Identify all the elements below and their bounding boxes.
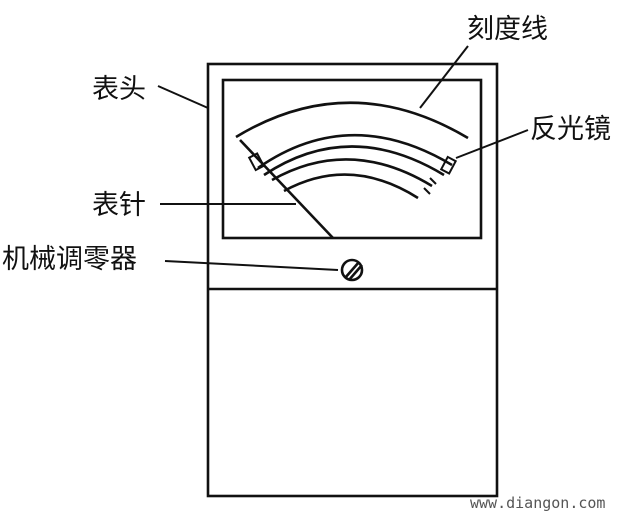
- label-scale-lines: 刻度线: [467, 14, 548, 45]
- zero-adjuster-screw: [340, 258, 364, 282]
- scale-arc-inner: [283, 173, 419, 200]
- watermark-text: www.diangon.com: [470, 494, 605, 512]
- scale-tick: [429, 177, 437, 185]
- label-pointer: 表针: [92, 190, 146, 221]
- leader-scale-lines: [419, 45, 469, 109]
- scale-tick: [423, 187, 431, 195]
- label-meter-head: 表头: [92, 74, 146, 105]
- mirror-arc-outer: [257, 133, 453, 170]
- dial-window: [221, 78, 483, 240]
- label-zero-adjuster: 机械调零器: [2, 244, 137, 275]
- mirror-right-cap: [439, 155, 458, 175]
- meter-body: [206, 62, 499, 498]
- label-mirror: 反光镜: [530, 114, 611, 145]
- scale-arc-outer: [235, 101, 469, 140]
- scale-arc-middle: [271, 158, 433, 188]
- leader-zero-adjuster: [164, 260, 339, 271]
- pointer-needle: [239, 139, 334, 239]
- mirror-arc-inner: [263, 145, 445, 177]
- leader-mirror: [455, 129, 529, 159]
- leader-meter-head: [157, 85, 209, 109]
